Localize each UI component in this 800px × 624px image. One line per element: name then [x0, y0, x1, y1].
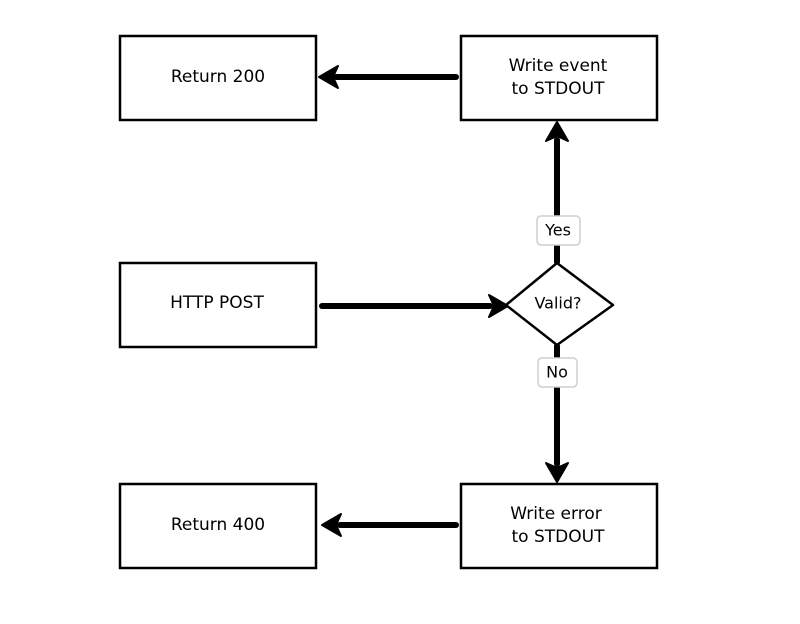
- node-label-line-2: to STDOUT: [512, 79, 606, 99]
- node-label: Valid?: [534, 294, 581, 313]
- arrowhead-write-error: [545, 462, 569, 483]
- node-box: [118, 482, 318, 570]
- node-return-200: Return 200: [118, 34, 318, 122]
- node-box: [459, 34, 659, 122]
- node-label-line-1: Write event: [509, 56, 608, 76]
- edge-label-box: [536, 215, 581, 246]
- node-return-400: Return 400: [118, 482, 318, 570]
- node-box: [459, 482, 659, 570]
- node-label-line-2: to STDOUT: [512, 527, 606, 547]
- node-label-line-1: Write error: [510, 504, 601, 524]
- edges: [318, 65, 569, 537]
- node-valid-decision: Valid?: [504, 261, 615, 347]
- node-label: HTTP POST: [170, 293, 264, 313]
- node-box: [118, 261, 318, 349]
- arrowhead-valid: [488, 294, 509, 318]
- edge-label-text: No: [546, 363, 568, 382]
- node-label: Return 400: [171, 515, 265, 535]
- edge-label-text: Yes: [544, 221, 571, 240]
- decision-diamond: [504, 261, 615, 347]
- node-label: Return 200: [171, 67, 265, 87]
- node-write-event: Write event to STDOUT: [459, 34, 659, 122]
- edge-label-yes: Yes: [536, 215, 581, 246]
- edge-label-no: No: [537, 357, 578, 388]
- node-write-error: Write error to STDOUT: [459, 482, 659, 570]
- arrowhead-write-event: [545, 121, 569, 142]
- node-http-post: HTTP POST: [118, 261, 318, 349]
- arrowhead-return-200: [318, 65, 339, 89]
- arrowhead-return-400: [321, 513, 342, 537]
- node-box: [118, 34, 318, 122]
- edge-label-box: [537, 357, 578, 388]
